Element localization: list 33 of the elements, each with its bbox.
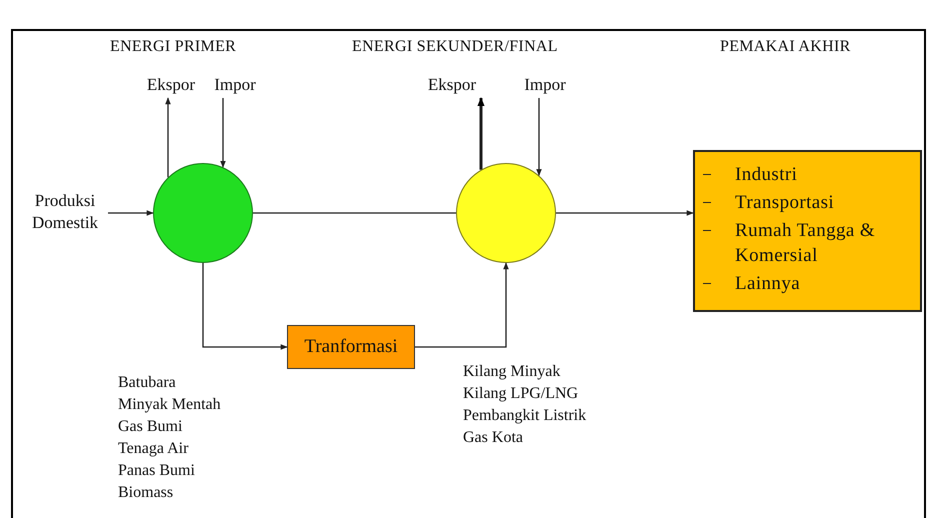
column-heading: ENERGI SEKUNDER/FINAL [352,38,558,56]
flow-label: Impor [205,74,265,98]
list-text: Biomass [118,483,174,503]
flow-label: Produksi Domestik [22,190,108,246]
list-text: Kilang Minyak [463,362,562,382]
arrow [556,210,694,216]
arrow [165,97,171,178]
sector-label: Lainnya [735,272,802,296]
list-text: Pembangkit Listrik [463,406,586,426]
sector-label: Industri [735,163,798,187]
arrow [202,263,288,350]
column-heading: PEMAKAI AKHIR [720,38,851,56]
end-use-box [693,150,922,312]
column-heading: ENERGI PRIMER [110,38,236,56]
connector-line [253,212,456,214]
sector-label: Rumah Tangga & Komersial [735,219,876,268]
flow-label: Impor [515,74,575,98]
list-text: Kilang LPG/LNG [463,384,580,404]
list-text: Gas Bumi [118,417,184,437]
arrow [536,98,542,176]
list-text: Gas Kota [463,428,524,448]
arrow [108,210,154,216]
sector-label: Transportasi [735,191,836,215]
flow-label: Ekspor [421,74,483,98]
list-text: Minyak Mentah [118,395,221,415]
arrow [220,98,226,168]
arrow [477,97,485,170]
list-text: Panas Bumi [118,461,196,481]
list-text: Batubara [118,373,177,393]
process-box: Tranformasi [287,325,415,369]
list-text: Tenaga Air [118,439,190,459]
flow-label: Ekspor [140,74,202,98]
arrow [415,262,509,348]
